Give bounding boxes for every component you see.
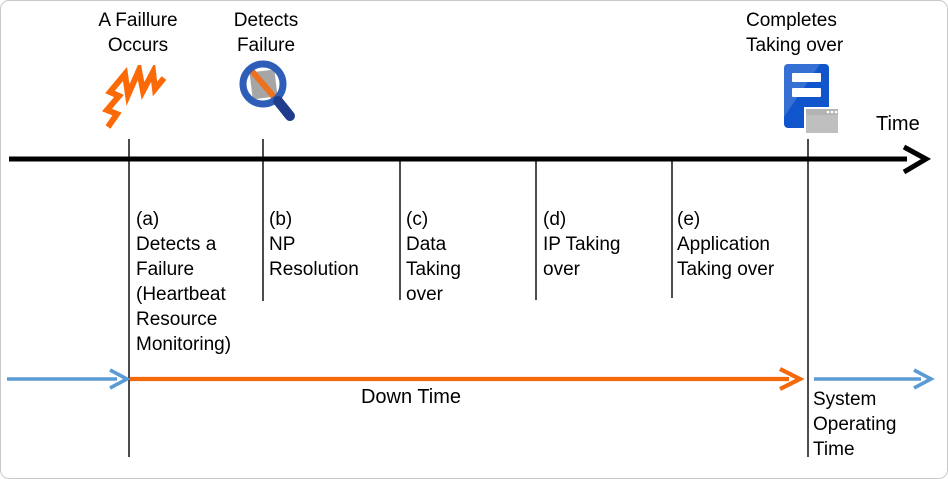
event-label-failure-occurs: A Faillure Occurs — [98, 10, 178, 56]
application-window-titlebar — [806, 109, 838, 115]
server-takeover-icon — [784, 64, 840, 135]
spark-burst-icon — [102, 65, 167, 129]
magnifier-ring — [239, 60, 287, 108]
phase-label-d: (d) IP Taking over — [543, 209, 621, 280]
event-label-detects-failure: Detects Failure — [233, 10, 299, 56]
operating-arrow-right-head — [913, 368, 935, 390]
phase-label-c: (c) Data Taking over — [406, 209, 461, 305]
phase-label-e: (e) Application Taking over — [677, 209, 775, 280]
down-time-arrow-head — [779, 367, 805, 391]
spark-burst-shape — [102, 65, 167, 129]
down-time-label: Down Time — [360, 386, 462, 408]
server-slot-bottom — [792, 88, 821, 97]
phase-label-b: (b) NP Resolution — [269, 209, 359, 280]
time-axis-label: Time — [876, 113, 920, 135]
window-dot — [830, 110, 834, 114]
magnifier-handle — [273, 96, 295, 121]
event-label-completes-taking-over: Completes Taking over — [746, 10, 844, 56]
phase-label-a: (a) Detects a Failure (Heartbeat Resourc… — [136, 209, 232, 355]
magnifier-slash — [248, 67, 278, 101]
window-dot — [826, 110, 830, 114]
magnifier-failure-icon — [239, 60, 295, 121]
system-operating-time-label: System Operating Time — [813, 389, 897, 460]
server-slot-top — [792, 73, 821, 82]
window-dot — [834, 110, 838, 114]
time-axis-arrowhead — [902, 144, 932, 175]
operating-arrow-left-head — [109, 368, 131, 390]
